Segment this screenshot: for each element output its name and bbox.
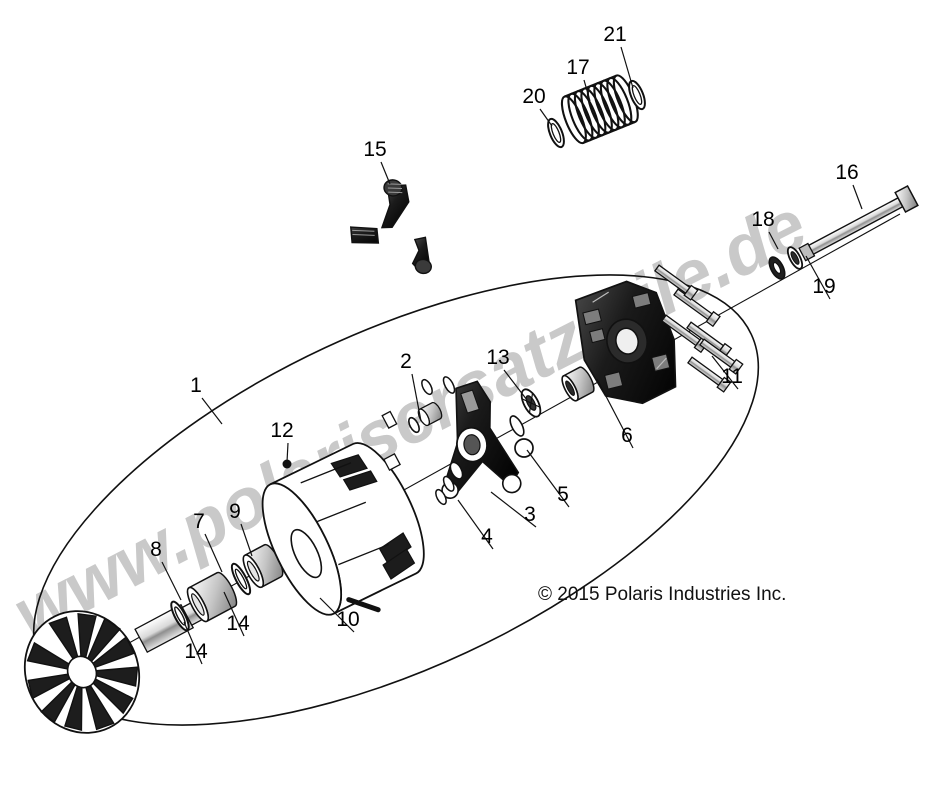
center-bolt-assembly [768, 184, 919, 280]
callout-number: 5 [557, 483, 569, 506]
callout-leader-line [411, 373, 422, 422]
callout-bushing: 9 [229, 500, 253, 557]
callout-set-screw: 12 [270, 419, 294, 463]
callout-leader-line [161, 561, 182, 601]
callout-number: 15 [363, 138, 386, 161]
callout-number: 2 [400, 350, 412, 373]
callout-spacer: 7 [193, 510, 223, 573]
callout-spring-retainer-washer: 21 [603, 23, 634, 89]
callout-leader-line [583, 79, 591, 102]
callout-number: 1 [190, 374, 202, 397]
callout-leader-line [240, 523, 253, 557]
callout-number: 19 [812, 275, 835, 298]
callout-clutch-cover: 6 [596, 378, 634, 449]
callout-leader-line [183, 621, 203, 665]
callout-leader-line [457, 499, 494, 550]
callout-leader-line [380, 161, 391, 185]
callout-number: 9 [229, 500, 241, 523]
callout-leader-line [319, 597, 355, 633]
roller-pin-kit [435, 461, 464, 506]
callout-leader-line [596, 378, 634, 449]
cover-bolts [654, 264, 744, 393]
callout-bushing-small: 2 [400, 350, 422, 422]
callout-retaining-pin: 10 [319, 597, 360, 633]
callout-spring-seat-washer: 20 [522, 85, 553, 127]
callout-number: 7 [193, 510, 205, 533]
callout-leader-line [805, 255, 831, 300]
callout-washer: 14 [183, 621, 208, 665]
callout-center-bolt: 16 [835, 161, 863, 210]
callout-leader-line [620, 46, 634, 89]
clutch-weights [349, 179, 432, 275]
callout-spider-arm: 3 [490, 491, 537, 528]
callout-washer-flat: 18 [751, 208, 779, 250]
spider-bushings [381, 376, 456, 471]
clutch-spring-assembly [547, 74, 646, 149]
callout-spacer-washer: 13 [486, 346, 528, 401]
fixed-sheave-fan [23, 610, 141, 734]
callout-clutch-spring: 17 [566, 56, 591, 102]
callout-leader-line [490, 491, 537, 528]
callout-leader-line [526, 449, 570, 508]
callout-number: 8 [150, 538, 162, 561]
spacer-washer-13 [509, 388, 542, 437]
moveable-sheave [261, 442, 425, 616]
callout-leader-line [223, 591, 245, 637]
callout-leader-line [711, 355, 739, 390]
callout-number: 20 [522, 85, 545, 108]
callout-leader-line [204, 533, 223, 573]
callout-leader-line [286, 442, 289, 463]
callout-number: 6 [621, 424, 633, 447]
callout-number: 10 [336, 608, 359, 631]
callout-number: 18 [751, 208, 774, 231]
callout-number: 3 [524, 503, 536, 526]
callout-clutch-weight: 15 [363, 138, 391, 185]
callout-ball-bearing: 5 [526, 449, 570, 508]
callout-spacer-long: 8 [150, 538, 182, 601]
callout-leader-line [201, 397, 223, 425]
callout-roller-pin-kit: 4 [457, 499, 494, 550]
callout-number: 17 [566, 56, 589, 79]
callout-number: 21 [603, 23, 626, 46]
callout-number: 14 [184, 640, 208, 663]
callout-cover-bolt: 11 [711, 355, 743, 390]
callout-number: 11 [721, 365, 743, 388]
callout-clutch-assembly-boundary: 1 [190, 374, 223, 425]
cover-bushing [561, 366, 595, 402]
callout-washer: 14 [223, 591, 250, 637]
callout-leader-line [539, 108, 553, 127]
callout-washer-belleville: 19 [805, 255, 836, 300]
callout-number: 4 [481, 525, 493, 548]
callout-leader-line [503, 369, 528, 401]
callout-leader-line [852, 184, 863, 210]
clutch-cover [574, 280, 677, 405]
callout-number: 16 [835, 161, 858, 184]
callout-number: 14 [226, 612, 250, 635]
callout-number: 12 [270, 419, 293, 442]
copyright-text: © 2015 Polaris Industries Inc. [538, 584, 786, 605]
callout-number: 13 [486, 346, 509, 369]
callout-leader-line [768, 231, 779, 250]
